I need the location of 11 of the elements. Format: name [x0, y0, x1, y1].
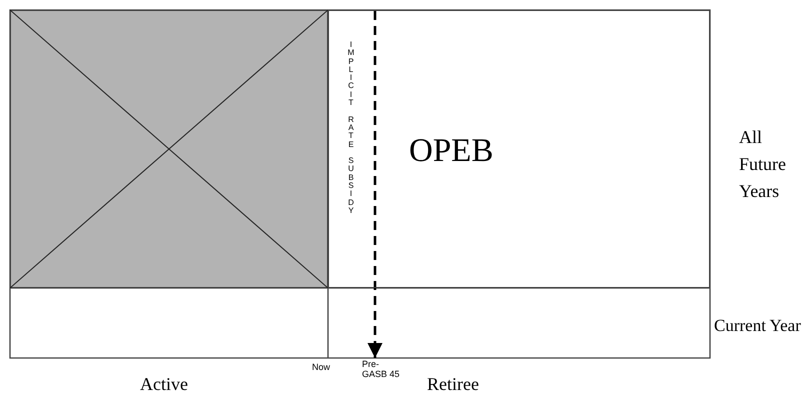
dashed-arrow	[368, 11, 382, 358]
region-title: OPEB	[409, 133, 494, 170]
table-cell	[328, 10, 710, 288]
vertical-label: IMPLICIT RATE SUBSIDY	[347, 41, 355, 216]
axis-label: Pre- GASB 45	[362, 359, 401, 379]
axis-label: All Future Years	[739, 126, 787, 203]
axis-label: Active	[140, 374, 189, 395]
crossed-box	[10, 10, 328, 288]
axis-label: Retiree	[427, 374, 480, 395]
axis-label: Now	[312, 362, 332, 372]
axis-label: Current Year	[714, 316, 802, 336]
